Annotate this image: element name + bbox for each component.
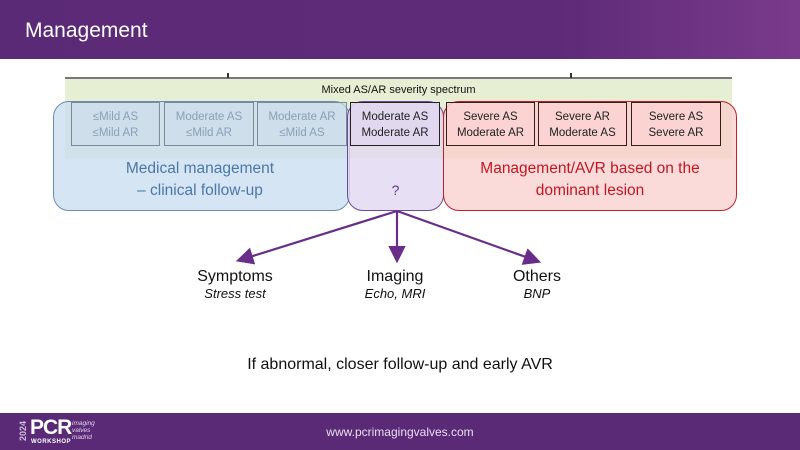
branch-title: Others: [512, 268, 561, 285]
branch-subtitle: Stress test: [204, 286, 266, 301]
medical-line1: Medical management: [125, 160, 275, 177]
severity-cell: Moderate AR ≤Mild AS: [257, 102, 347, 146]
logo-subtitle: imaging valves madrid: [72, 420, 95, 441]
severity-cell: ≤Mild AS ≤Mild AR: [71, 102, 160, 146]
cell-line2: Moderate AR: [361, 127, 429, 139]
cell-line2: ≤Mild AR: [186, 127, 232, 139]
avr-line1: Management/AVR based on the: [480, 160, 700, 177]
cell-line2: Moderate AR: [456, 127, 525, 139]
logo-brand: PCR: [30, 416, 72, 439]
logo-workshop: WORKSHOP: [31, 439, 71, 445]
tick-mark: [570, 73, 572, 78]
avr-line2: dominant lesion: [535, 182, 645, 199]
footer-url: www.pcrimagingvalves.com: [326, 425, 474, 439]
tick-mark: [227, 73, 229, 78]
cell-line1: Moderate AS: [175, 111, 243, 123]
cell-line1: ≤Mild AS: [92, 111, 139, 123]
medical-line2: – clinical follow-up: [137, 182, 263, 199]
cell-line1: Severe AS: [463, 111, 518, 123]
slide-footer: 2024 PCR WORKSHOP imaging valves madrid …: [0, 413, 800, 450]
cell-line2: ≤Mild AR: [92, 127, 139, 139]
severity-cell: Moderate AS Moderate AR: [350, 102, 440, 146]
cell-line1: Severe AR: [555, 111, 610, 123]
cell-line1: Moderate AR: [268, 111, 336, 123]
arrow-symptoms: [235, 209, 398, 265]
cell-line1: Severe AS: [648, 111, 704, 123]
spectrum-label: Mixed AS/AR severity spectrum: [321, 84, 476, 96]
branch-subtitle: Echo, MRI: [364, 286, 426, 301]
logo-sub-line: madrid: [72, 434, 92, 441]
severity-cell: Severe AS Moderate AR: [446, 102, 535, 146]
branch-subtitle: BNP: [523, 286, 551, 301]
pcr-workshop-logo: 2024 PCR WORKSHOP imaging valves madrid: [18, 416, 118, 448]
branch-symptoms: Symptoms Stress test: [175, 268, 295, 301]
uncertain-text: ?: [391, 182, 400, 198]
cell-line2: ≤Mild AS: [279, 127, 325, 139]
severity-cell: Severe AS Severe AR: [631, 102, 721, 146]
cell-line2: Severe AR: [648, 127, 704, 139]
cell-line1: Moderate AS: [361, 111, 429, 123]
conclusion-text: If abnormal, closer follow-up and early …: [247, 356, 553, 373]
logo-sub-line: valves: [72, 427, 91, 434]
avr-text: Management/AVR based on the dominant les…: [443, 158, 737, 202]
branch-others: Others BNP: [477, 268, 597, 301]
branch-title: Imaging: [366, 268, 424, 285]
logo-sub-line: imaging: [72, 420, 95, 427]
severity-cell: Severe AR Moderate AS: [538, 102, 627, 146]
slide-title: Management: [25, 19, 148, 42]
severity-cell: Moderate AS ≤Mild AR: [164, 102, 254, 146]
medical-management-text: Medical management – clinical follow-up: [53, 158, 347, 202]
branch-title: Symptoms: [197, 268, 273, 285]
cell-line2: Moderate AS: [549, 127, 616, 139]
branch-imaging: Imaging Echo, MRI: [335, 268, 455, 301]
arrow-others: [396, 209, 542, 265]
slide-header: Management: [0, 0, 800, 59]
